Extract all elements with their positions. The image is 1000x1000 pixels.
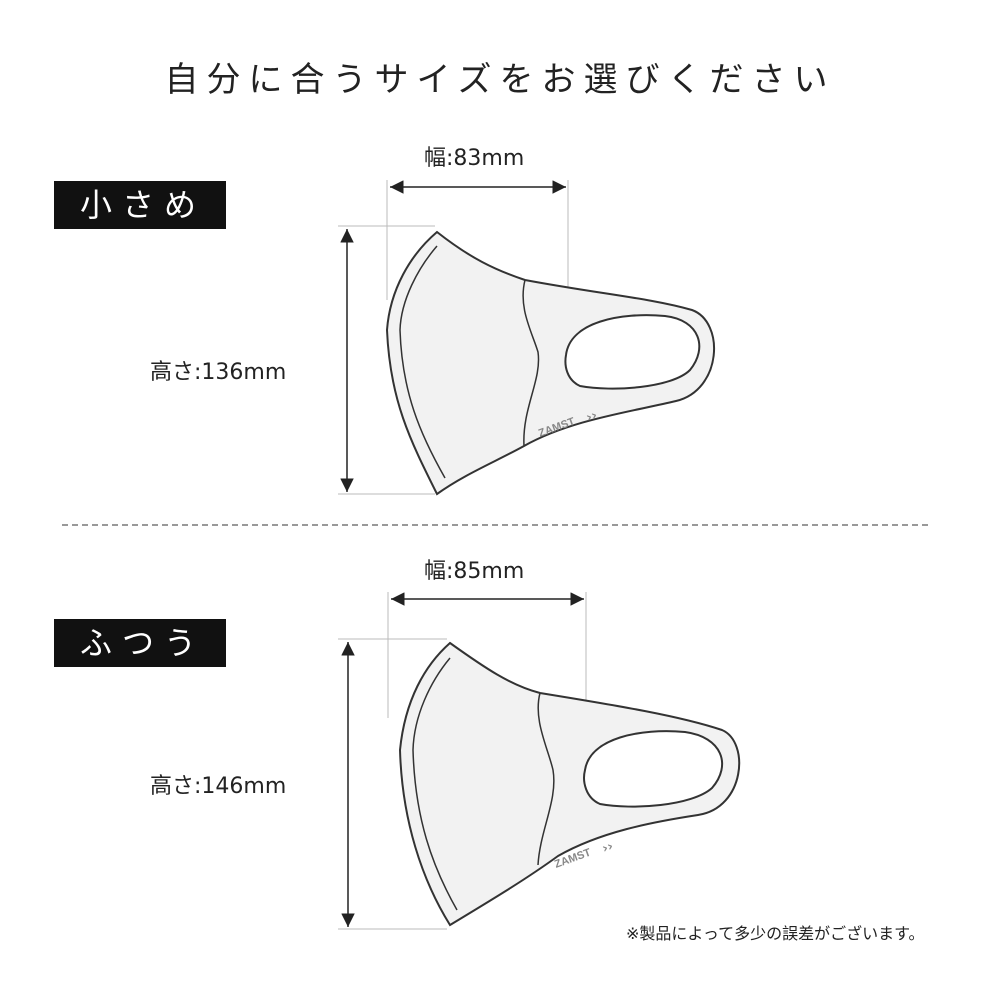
height-label-small: 高さ:136mm bbox=[150, 360, 287, 385]
mask-trim-regular bbox=[412, 657, 458, 911]
width-label-regular: 幅:85mm bbox=[424, 559, 525, 584]
mask-body-regular bbox=[398, 641, 741, 927]
size-badge-regular: ふつう bbox=[54, 619, 227, 667]
width-label-small: 幅:83mm bbox=[424, 146, 525, 171]
height-label-regular: 高さ:146mm bbox=[150, 774, 287, 799]
disclaimer-note: ※製品によって多少の誤差がございます。 bbox=[626, 924, 925, 943]
mask-regular: ZAMST ›› bbox=[338, 592, 741, 930]
size-badge-small: 小さめ bbox=[54, 181, 227, 229]
section-separator bbox=[62, 524, 928, 526]
ear-loop-regular bbox=[583, 730, 723, 808]
brand-chevron-regular: ›› bbox=[600, 839, 615, 857]
mask-small: ZAMST ›› bbox=[338, 180, 715, 496]
mask-trim-small bbox=[399, 245, 446, 479]
brand-chevron-small: ›› bbox=[584, 408, 599, 426]
mask-body-small bbox=[385, 230, 715, 496]
mask-seam-small bbox=[522, 279, 540, 447]
ear-loop-small bbox=[564, 314, 701, 390]
mask-seam-regular bbox=[537, 692, 555, 866]
page-title: 自分に合うサイズをお選びください bbox=[164, 60, 836, 100]
